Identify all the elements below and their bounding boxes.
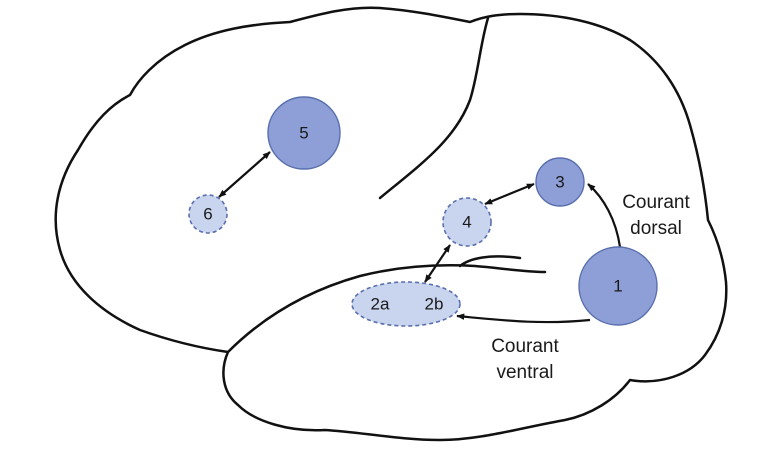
lateral-sulcus [226, 264, 547, 354]
edge-4-to-3 [484, 182, 535, 206]
dorsal-stream-line2: dorsal [630, 218, 682, 239]
node-4-label: 4 [462, 213, 471, 232]
dorsal-stream-label: Courant dorsal [622, 192, 690, 239]
ventral-stream-line2: ventral [496, 362, 553, 383]
sulcus-hook [458, 255, 522, 268]
node-5: 5 [267, 96, 341, 170]
edge-4-to-2b [424, 244, 451, 283]
ventral-stream-line1: Courant [491, 336, 559, 357]
node-6-label: 6 [203, 205, 212, 224]
node-6: 6 [188, 194, 228, 234]
central-sulcus [378, 16, 490, 200]
node-1-label: 1 [613, 277, 622, 296]
edge-1-to-2b [456, 313, 591, 324]
edge-1-to-3 [587, 183, 622, 248]
node-4: 4 [442, 197, 492, 247]
dorsal-stream-line1: Courant [622, 192, 690, 213]
node-3-label: 3 [555, 173, 564, 192]
brain-outline [54, 6, 728, 442]
node-2b-label: 2b [425, 295, 444, 314]
node-5-label: 5 [299, 124, 308, 143]
node-1: 1 [578, 246, 658, 326]
node-2: 2a 2b [351, 281, 461, 327]
edge-6-to-5 [218, 151, 271, 198]
ventral-stream-label: Courant ventral [491, 336, 559, 383]
node-3: 3 [535, 157, 585, 207]
node-2a-label: 2a [371, 295, 390, 314]
